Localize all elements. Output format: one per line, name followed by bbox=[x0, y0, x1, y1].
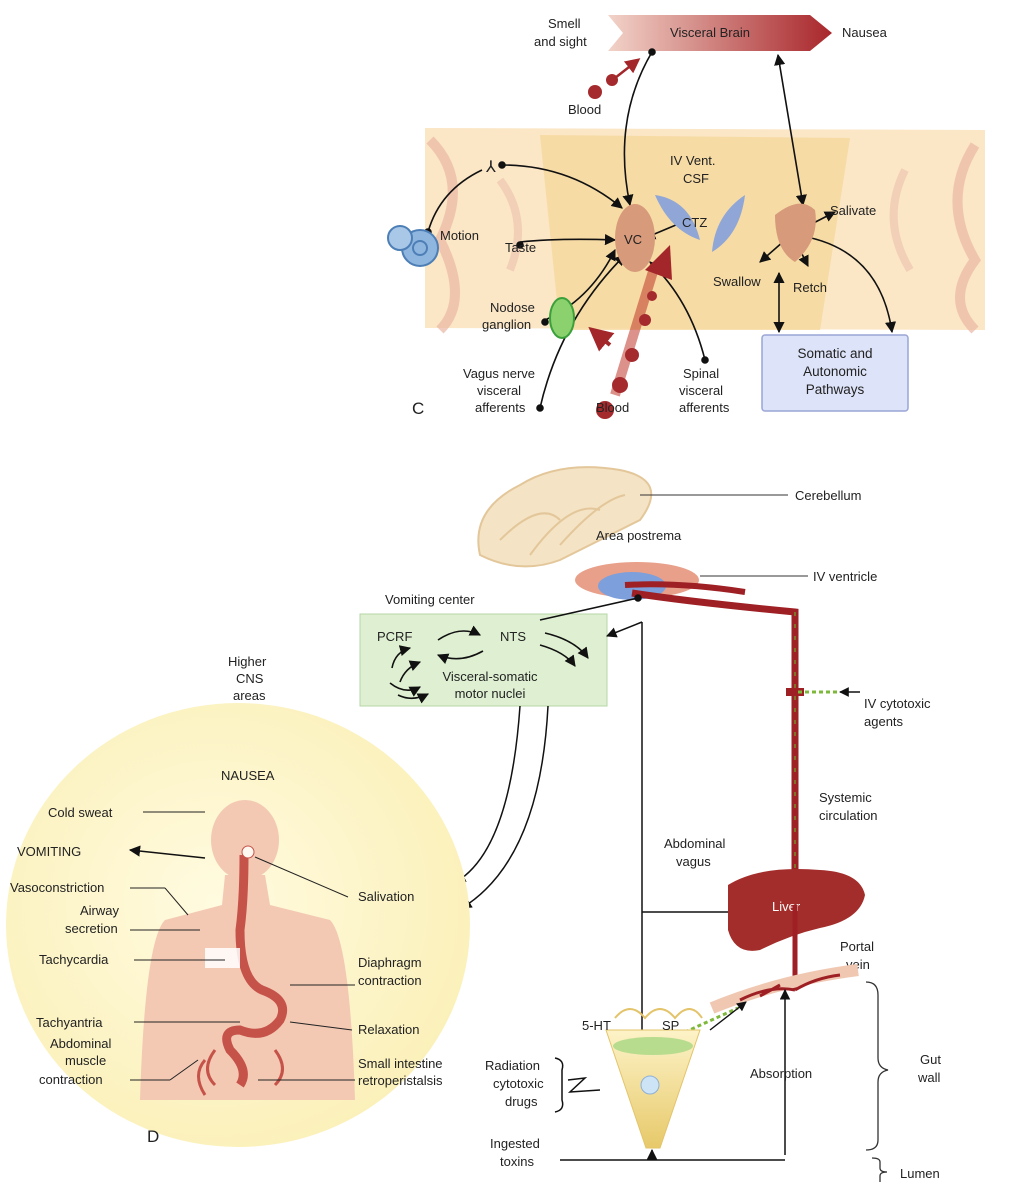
cold-sweat-label: Cold sweat bbox=[48, 805, 113, 820]
enterochromaffin-cell bbox=[606, 1009, 702, 1148]
small-intestine-label-1: Small intestine bbox=[358, 1056, 443, 1071]
ctz-label: CTZ bbox=[682, 215, 707, 230]
radiation-label-2: cytotoxic bbox=[493, 1076, 544, 1091]
taste-label: Taste bbox=[505, 240, 536, 255]
panel-d: Cerebellum Area postrema IV ventricle IV… bbox=[6, 467, 941, 1182]
somatic-label-2: Autonomic bbox=[803, 364, 867, 379]
radiation-label-1: Radiation bbox=[485, 1058, 540, 1073]
area-postrema-label: Area postrema bbox=[596, 528, 682, 543]
salivate-label: Salivate bbox=[830, 203, 876, 218]
visceral-brain-label: Visceral Brain bbox=[670, 25, 750, 40]
csf-label: CSF bbox=[683, 171, 709, 186]
tachycardia-label: Tachycardia bbox=[39, 952, 109, 967]
gut-label: Gut bbox=[920, 1052, 941, 1067]
abdominal-vagus-label-2: vagus bbox=[676, 854, 711, 869]
motion-label: Motion bbox=[440, 228, 479, 243]
blood-label-top: Blood bbox=[568, 102, 601, 117]
ganglion-label: ganglion bbox=[482, 317, 531, 332]
swallow-label: Swallow bbox=[713, 274, 761, 289]
ingested-label: Ingested bbox=[490, 1136, 540, 1151]
panel-c: Visceral Brain Nausea Smell and sight Bl… bbox=[388, 15, 985, 419]
five-ht-label: 5-HT bbox=[582, 1018, 611, 1033]
spinal-label-3: afferents bbox=[679, 400, 730, 415]
sp-label: SP bbox=[662, 1018, 679, 1033]
abdominal-muscle-label-2: muscle bbox=[65, 1053, 106, 1068]
panel-d-letter: D bbox=[147, 1127, 159, 1146]
retch-label: Retch bbox=[793, 280, 827, 295]
nts-label: NTS bbox=[500, 629, 526, 644]
blood-label-bottom: Blood bbox=[596, 400, 629, 415]
spinal-label-2: visceral bbox=[679, 383, 723, 398]
wall-label: wall bbox=[917, 1070, 941, 1085]
blood-cells-top bbox=[588, 60, 638, 99]
pcrf-label: PCRF bbox=[377, 629, 412, 644]
vagus-label-1: Vagus nerve bbox=[463, 366, 535, 381]
visceral-somatic-label-2: motor nuclei bbox=[455, 686, 526, 701]
nodose-ganglion-icon bbox=[550, 298, 574, 338]
systemic-label-1: Systemic bbox=[819, 790, 872, 805]
relaxation-label: Relaxation bbox=[358, 1022, 419, 1037]
cerebellum-label: Cerebellum bbox=[795, 488, 861, 503]
diaphragm-label-2: contraction bbox=[358, 973, 422, 988]
iv-vent-label: IV Vent. bbox=[670, 153, 716, 168]
somatic-label-1: Somatic and bbox=[797, 346, 872, 361]
panel-c-letter: C bbox=[412, 399, 424, 418]
nausea-label-c: Nausea bbox=[842, 25, 888, 40]
vomiting-center-label: Vomiting center bbox=[385, 592, 475, 607]
visceral-somatic-label-1: Visceral-somatic bbox=[442, 669, 538, 684]
nausea-label-d: NAUSEA bbox=[221, 768, 275, 783]
cerebellum-image bbox=[478, 467, 651, 566]
small-intestine-label-2: retroperistalsis bbox=[358, 1073, 443, 1088]
vc-label: VC bbox=[624, 232, 642, 247]
abdominal-muscle-label-3: contraction bbox=[39, 1072, 103, 1087]
vomiting-label: VOMITING bbox=[17, 844, 81, 859]
salivation-label: Salivation bbox=[358, 889, 414, 904]
somatic-label-3: Pathways bbox=[806, 382, 865, 397]
areas-label: areas bbox=[233, 688, 266, 703]
sight-label: and sight bbox=[534, 34, 587, 49]
tachyantria-label: Tachyantria bbox=[36, 1015, 103, 1030]
iv-cytotoxic-label-1: IV cytotoxic bbox=[864, 696, 931, 711]
airway-label-2: secretion bbox=[65, 921, 118, 936]
systemic-label-2: circulation bbox=[819, 808, 878, 823]
iv-cytotoxic-label-2: agents bbox=[864, 714, 904, 729]
spinal-label-1: Spinal bbox=[683, 366, 719, 381]
nodose-label: Nodose bbox=[490, 300, 535, 315]
lumen-label: Lumen bbox=[900, 1166, 940, 1181]
abdominal-muscle-label-1: Abdominal bbox=[50, 1036, 112, 1051]
vasoconstriction-label: Vasoconstriction bbox=[10, 880, 104, 895]
cns-label: CNS bbox=[236, 671, 264, 686]
motion-synapse-icon: ⅄ bbox=[485, 159, 496, 176]
absorption-label: Absorption bbox=[750, 1066, 812, 1081]
iv-ventricle-label: IV ventricle bbox=[813, 569, 877, 584]
toxins-label: toxins bbox=[500, 1154, 534, 1169]
vagus-label-2: visceral bbox=[477, 383, 521, 398]
systemic-circulation-vessel bbox=[625, 584, 860, 905]
abdominal-vagus-label-1: Abdominal bbox=[664, 836, 726, 851]
airway-label-1: Airway bbox=[80, 903, 120, 918]
vagus-label-3: afferents bbox=[475, 400, 526, 415]
radiation-label-3: drugs bbox=[505, 1094, 538, 1109]
portal-label: Portal bbox=[840, 939, 874, 954]
diaphragm-label-1: Diaphragm bbox=[358, 955, 422, 970]
smell-label: Smell bbox=[548, 16, 581, 31]
higher-label: Higher bbox=[228, 654, 267, 669]
